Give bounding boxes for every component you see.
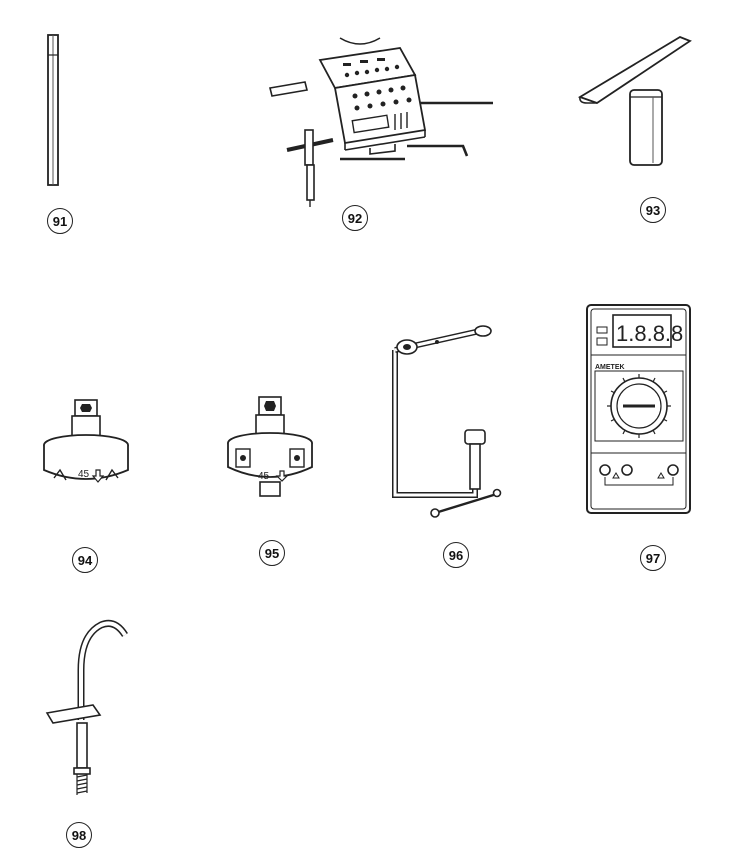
callout-97: 97: [640, 545, 666, 571]
callout-95: 95: [259, 540, 285, 566]
callout-98: 98: [66, 822, 92, 848]
tool-97-multimeter: 1.8.8.8 AMETEK: [585, 304, 695, 515]
callout-94: 94: [72, 547, 98, 573]
tool-96-c-clamp-compressor: [385, 325, 505, 525]
multimeter-display: 1.8.8.8: [616, 321, 683, 346]
callout-96: 96: [443, 542, 469, 568]
tool-94-valve-seat-cutter: 45: [40, 399, 140, 510]
multimeter-brand: AMETEK: [595, 364, 625, 371]
tool-92-kit-case: [265, 30, 505, 210]
tool-91-drift-rod: [40, 34, 70, 195]
tool-93-t-handle-socket: [575, 35, 705, 175]
callout-91: 91: [47, 208, 73, 234]
tool-95-valve-seat-cutter: 45: [222, 396, 322, 512]
tool-94-marking: 45: [78, 469, 90, 480]
callout-93: 93: [640, 197, 666, 223]
tool-98-hook-probe: [45, 615, 135, 815]
tool-95-marking: 45: [258, 471, 270, 482]
callout-92: 92: [342, 205, 368, 231]
